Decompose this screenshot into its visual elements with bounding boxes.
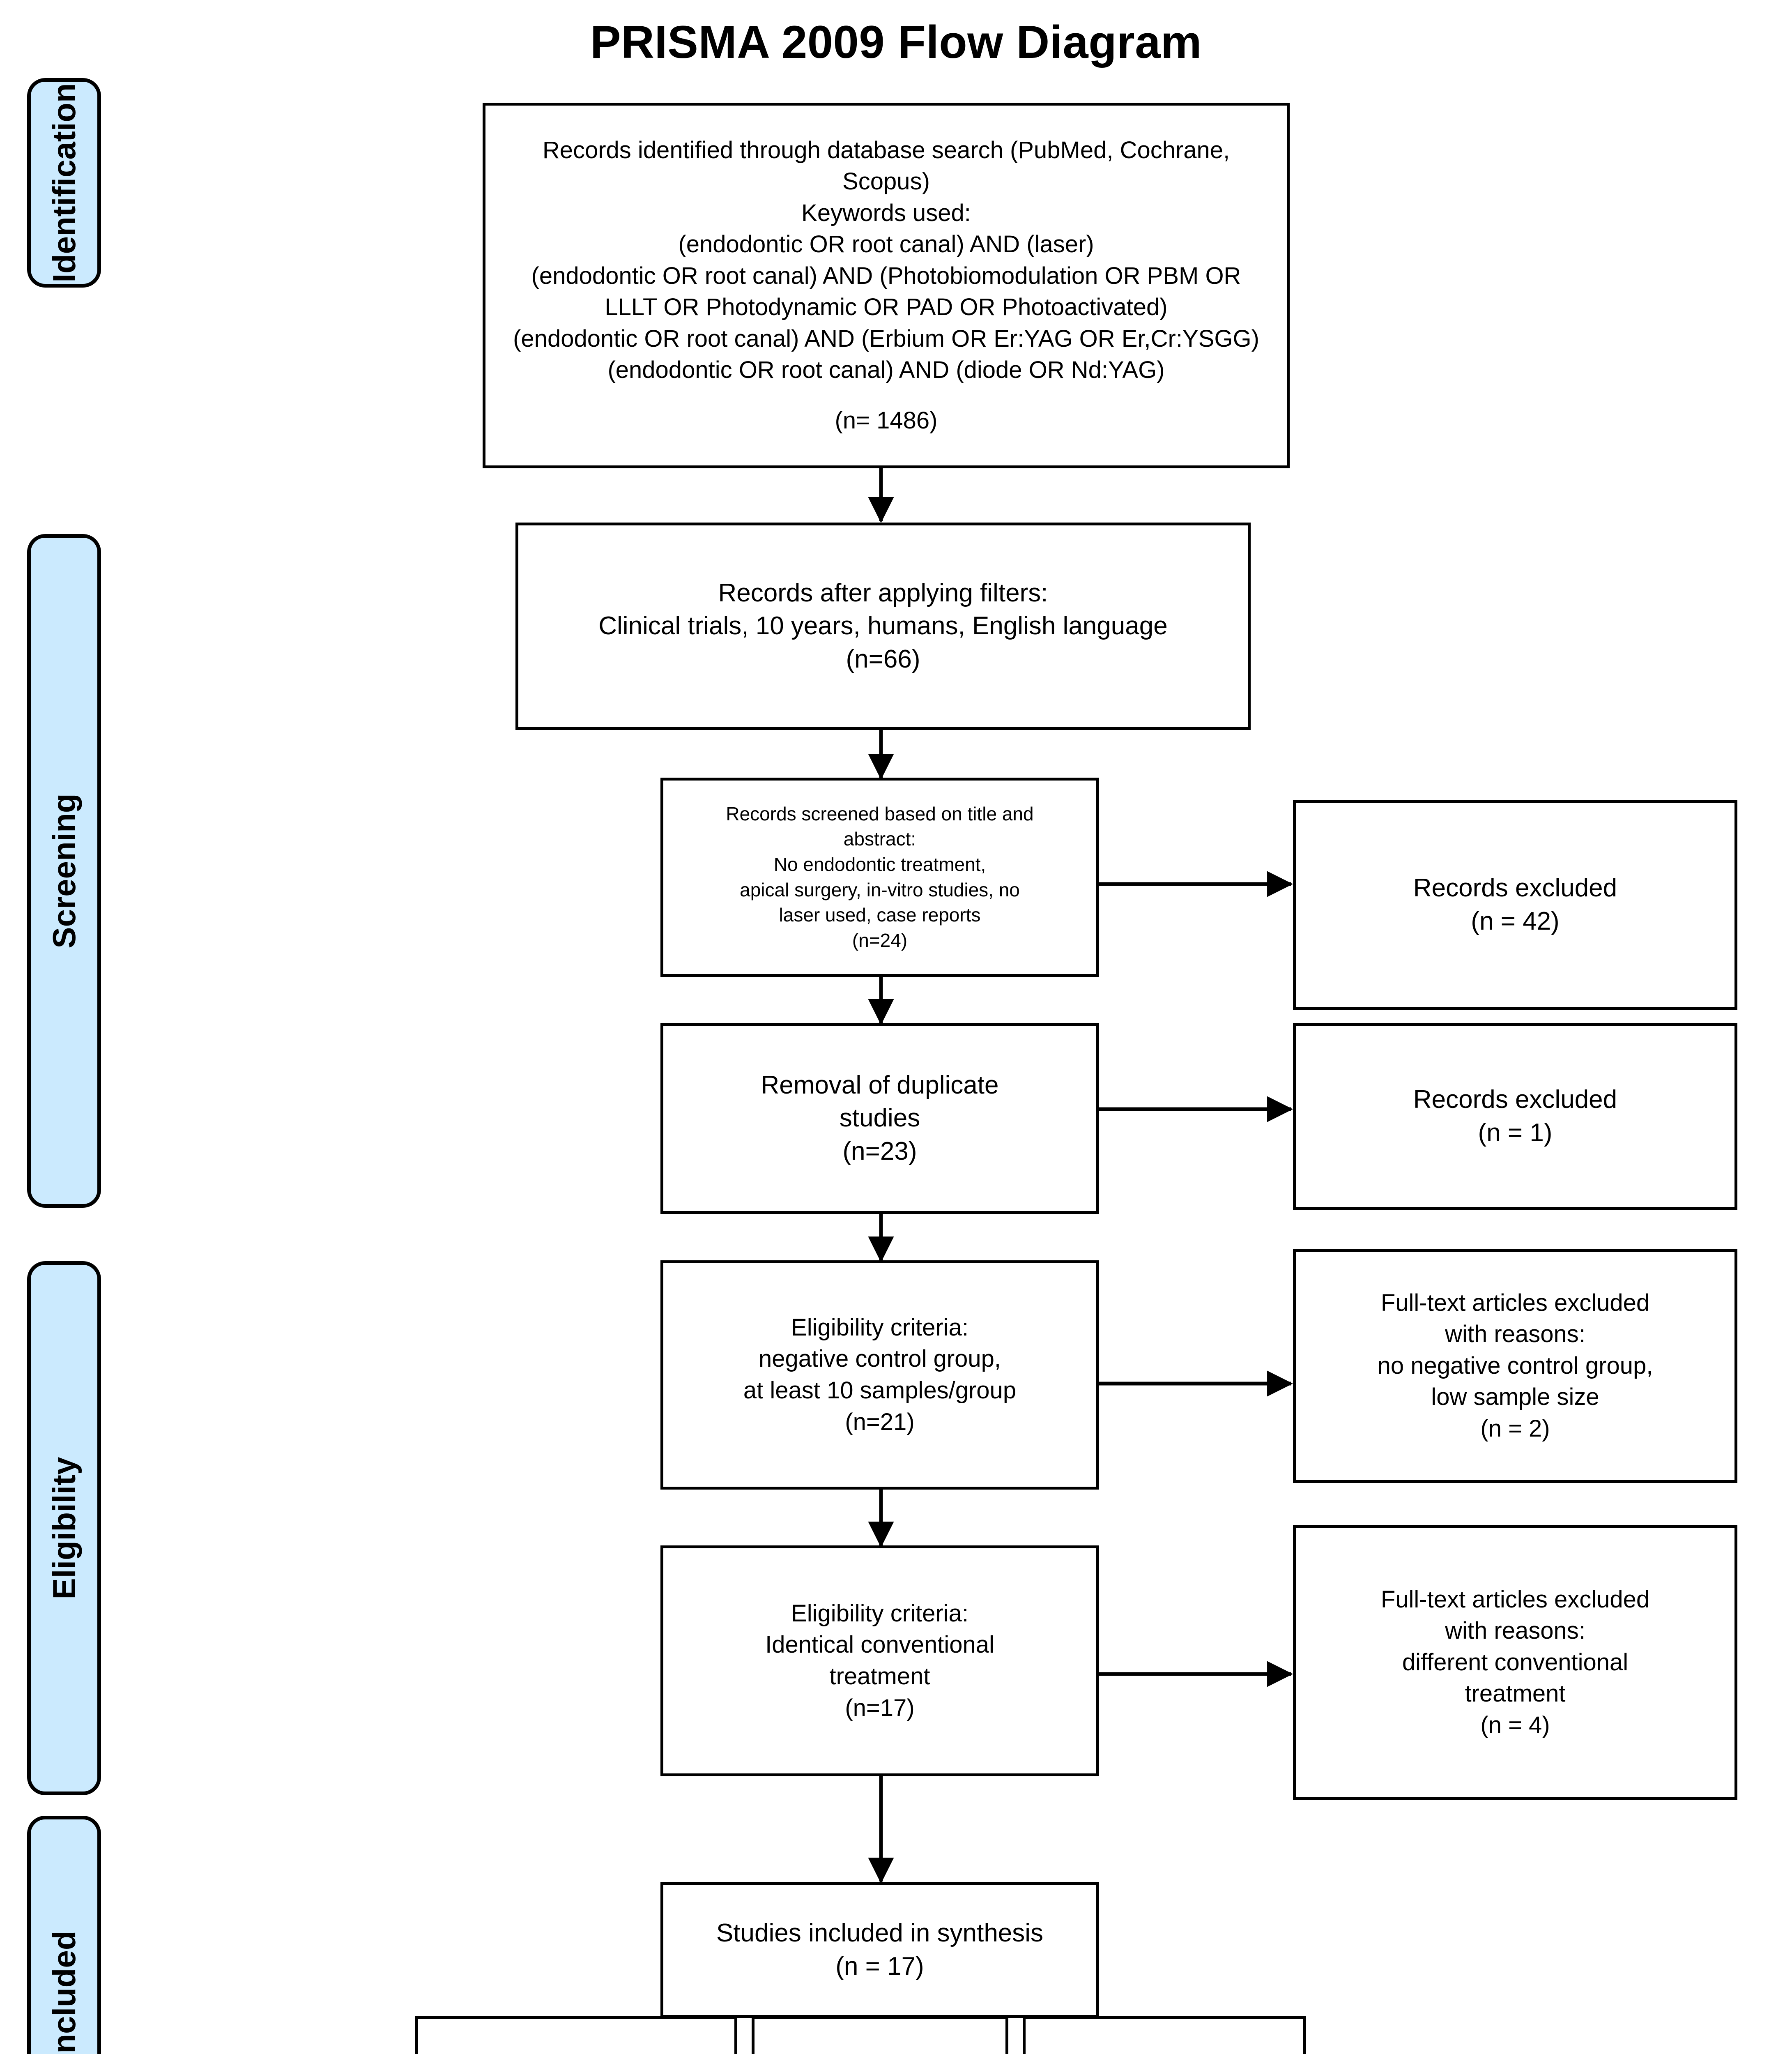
box-records-identified: Records identified through database sear… [483,103,1290,468]
box-records-excluded-duplicates: Records excluded (n = 1) [1293,1023,1737,1210]
box-line: with reasons: [1445,1321,1585,1348]
stage-label-included: Included [46,1930,82,2054]
box-line: Eligibility criteria: [791,1314,968,1341]
stage-label-eligibility: Eligibility [46,1457,82,1600]
box-line: no negative control group, [1377,1352,1653,1379]
box-line: Records screened based on title and [726,803,1034,824]
box-records-screened: Records screened based on title and abst… [660,778,1099,977]
box-line: Scopus) [842,168,930,195]
box-line: LLLT OR Photodynamic OR PAD OR Photoacti… [605,294,1168,321]
box-line: (endodontic OR root canal) AND (Erbium O… [513,325,1259,352]
box-records-after-filters: Records after applying filters: Clinical… [515,523,1251,730]
box-line: Full-text articles excluded [1380,1586,1650,1613]
box-line: laser used, case reports [779,904,981,926]
box-line: Studies included in synthesis [716,1919,1044,1948]
stage-chip-screening: Screening [27,534,101,1208]
box-count: (n = 1) [1478,1118,1553,1147]
box-group-conventional-laser-endo: Conventional Laser Endo (n = 4) [415,2016,737,2054]
box-line: Records after applying filters: [718,578,1048,607]
box-count: (n = 42) [1471,907,1560,935]
box-group-apdt-endo: aPDT Endo (n = 5) [752,2016,1008,2054]
box-line: studies [839,1104,920,1133]
box-line: different conventional [1402,1649,1629,1676]
box-line: No endodontic treatment, [773,853,986,875]
box-line: (endodontic OR root canal) AND (laser) [678,231,1094,258]
box-line: low sample size [1431,1384,1599,1411]
stage-chip-eligibility: Eligibility [27,1261,101,1795]
page-title: PRISMA 2009 Flow Diagram [590,16,1202,68]
box-count: (n= 1486) [835,407,938,434]
box-eligibility-criteria-one: Eligibility criteria: negative control g… [660,1260,1099,1490]
box-removal-duplicates: Removal of duplicate studies (n=23) [660,1023,1099,1214]
box-count: (n=23) [842,1137,917,1165]
box-eligibility-criteria-two: Eligibility criteria: Identical conventi… [660,1545,1099,1776]
box-line: treatment [1465,1680,1566,1707]
stage-chip-included: Included [27,1816,101,2054]
box-line: abstract: [843,828,916,850]
box-group-pbm-endo: PBM Endo (n = 8) [1023,2016,1306,2054]
box-line: Keywords used: [801,199,971,226]
box-line: negative control group, [758,1345,1001,1372]
box-line: Records excluded [1413,874,1617,903]
box-count: (n = 17) [835,1952,924,1980]
box-count: (n = 4) [1480,1711,1550,1739]
box-count: (n = 2) [1480,1415,1550,1442]
box-line: with reasons: [1445,1617,1585,1644]
box-line: at least 10 samples/group [743,1377,1017,1404]
box-line: apical surgery, in-vitro studies, no [740,879,1020,900]
box-line: (endodontic OR root canal) AND (diode OR… [607,357,1165,384]
box-fulltext-excluded-one: Full-text articles excluded with reasons… [1293,1249,1737,1483]
box-line: treatment [829,1663,930,1690]
box-count: (n=21) [845,1408,915,1435]
box-count: (n=66) [846,645,920,673]
box-count: (n=17) [845,1694,915,1721]
box-studies-included: Studies included in synthesis (n = 17) [660,1882,1099,2018]
stage-label-identification: Identification [46,83,82,283]
box-line: Identical conventional [765,1631,994,1658]
box-records-excluded-screening: Records excluded (n = 42) [1293,800,1737,1010]
stage-label-screening: Screening [46,793,82,949]
box-line: Clinical trials, 10 years, humans, Engli… [598,612,1168,640]
stage-chip-identification: Identification [27,78,101,288]
box-line: Full-text articles excluded [1380,1289,1650,1316]
box-fulltext-excluded-two: Full-text articles excluded with reasons… [1293,1525,1737,1800]
box-line: Records identified through database sear… [542,136,1230,163]
box-line: Removal of duplicate [761,1071,999,1099]
box-count: (n=24) [852,929,908,951]
box-line: Eligibility criteria: [791,1600,968,1627]
box-line: (endodontic OR root canal) AND (Photobio… [531,262,1241,289]
box-line: Records excluded [1413,1085,1617,1114]
